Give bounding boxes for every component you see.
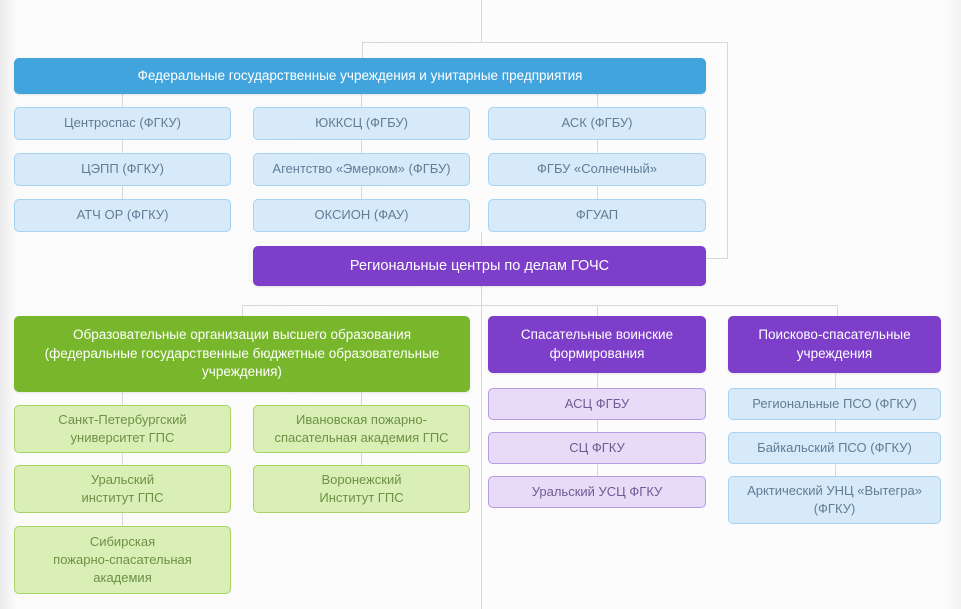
connector-line [837, 305, 838, 316]
node-solnechny: ФГБУ «Солнечный» [488, 153, 706, 186]
connector-line [835, 420, 836, 432]
connector-line [362, 42, 363, 58]
connector-line [361, 94, 362, 107]
node-ural-usc: Уральский УСЦ ФГКУ [488, 476, 706, 508]
connector-line [727, 42, 728, 259]
node-sc: СЦ ФГКУ [488, 432, 706, 464]
node-baikal-pso: Байкальский ПСО (ФГКУ) [728, 432, 941, 464]
connector-line [481, 0, 482, 43]
node-voronezh-institute: Воронежский Институт ГПС [253, 465, 470, 513]
connector-line [481, 305, 482, 609]
connector-line [835, 373, 836, 388]
connector-line [706, 258, 728, 259]
node-cepp: ЦЭПП (ФГКУ) [14, 153, 231, 186]
node-arctic-unc-vytegra: Арктический УНЦ «Вытегра» (ФГКУ) [728, 476, 941, 524]
node-yukksc: ЮККСЦ (ФГБУ) [253, 107, 470, 140]
node-emercom-agency: Агентство «Эмерком» (ФГБУ) [253, 153, 470, 186]
connector-line [242, 305, 243, 316]
connector-line [597, 373, 598, 388]
node-regional-pso: Региональные ПСО (ФГКУ) [728, 388, 941, 420]
connector-line [361, 453, 362, 465]
header-search-rescue: Поисково-спасательные учреждения [728, 316, 941, 373]
node-oksion: ОКСИОН (ФАУ) [253, 199, 470, 232]
node-centrospas: Центроспас (ФГКУ) [14, 107, 231, 140]
connector-line [361, 140, 362, 153]
node-asc: АСЦ ФГБУ [488, 388, 706, 420]
connector-line [597, 464, 598, 476]
node-fguap: ФГУАП [488, 199, 706, 232]
connector-line [122, 140, 123, 153]
connector-line [122, 186, 123, 199]
connector-line [122, 513, 123, 526]
connector-line [597, 94, 598, 107]
header-education: Образовательные организации высшего обра… [14, 316, 470, 392]
connector-line [597, 186, 598, 199]
connector-line [361, 392, 362, 405]
header-military-units: Спасательные воинские формирования [488, 316, 706, 373]
header-federal-institutions: Федеральные государственные учреждения и… [14, 58, 706, 94]
connector-line [122, 453, 123, 465]
connector-line [122, 94, 123, 107]
connector-line [835, 464, 836, 476]
node-ask: АСК (ФГБУ) [488, 107, 706, 140]
node-siberian-academy: Сибирская пожарно-спасательная академия [14, 526, 231, 594]
connector-line [597, 140, 598, 153]
node-spb-university: Санкт-Петербургский университет ГПС [14, 405, 231, 453]
connector-line [362, 42, 728, 43]
node-ural-institute: Уральский институт ГПС [14, 465, 231, 513]
connector-line [242, 305, 838, 306]
connector-line [481, 232, 482, 246]
node-atch-or: АТЧ ОР (ФГКУ) [14, 199, 231, 232]
connector-line [122, 392, 123, 405]
connector-line [597, 305, 598, 316]
header-regional-centers: Региональные центры по делам ГОЧС [253, 246, 706, 286]
connector-line [361, 186, 362, 199]
connector-line [481, 286, 482, 305]
connector-line [597, 420, 598, 432]
node-ivanovo-academy: Ивановская пожарно- спасательная академи… [253, 405, 470, 453]
